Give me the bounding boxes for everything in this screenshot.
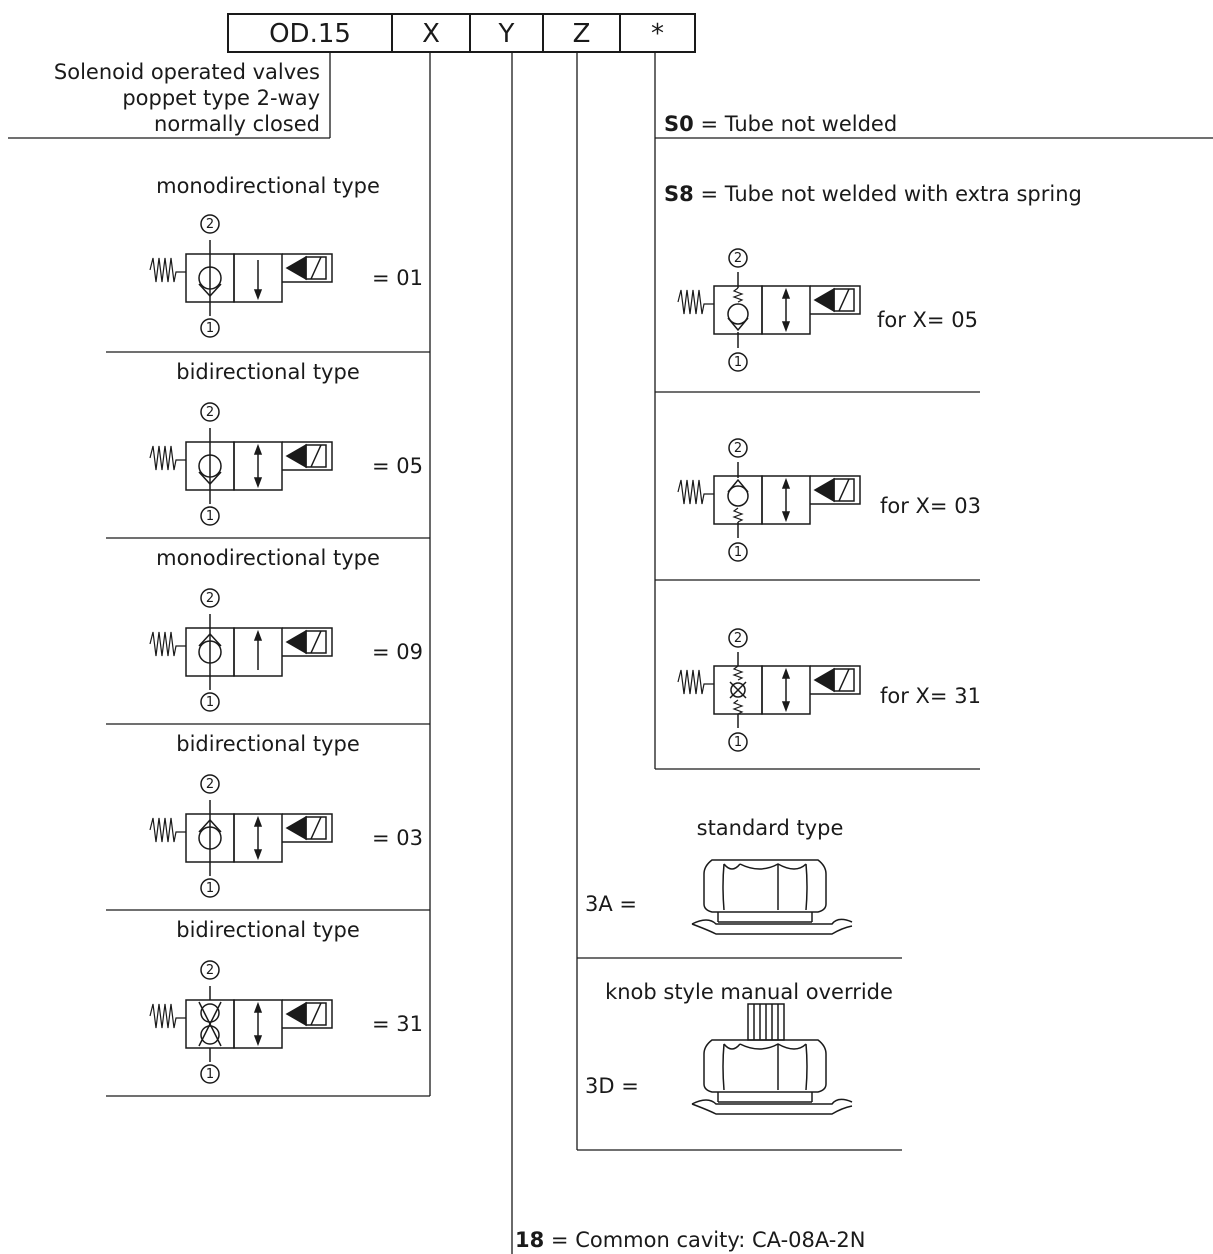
- port-label-2: 2: [205, 405, 215, 420]
- structure-lines: [8, 52, 1213, 1254]
- y-option: 18 = Common cavity: CA-08A-2N: [515, 1228, 865, 1252]
- code-y: Y: [498, 19, 515, 49]
- x-option-code: = 03: [372, 826, 423, 850]
- description-line-1: Solenoid operated valves: [53, 60, 320, 84]
- s8-variant-label: for X= 03: [880, 494, 981, 518]
- y-option-code: 18: [515, 1228, 545, 1252]
- x-option-code: = 05: [372, 454, 423, 478]
- x-option-code: = 09: [372, 640, 423, 664]
- port-label-1: 1: [733, 545, 743, 560]
- port-label-2: 2: [733, 251, 743, 266]
- x-option-code: = 31: [372, 1012, 423, 1036]
- port-label-1: 1: [205, 695, 215, 710]
- s8-variant-label: for X= 31: [880, 684, 981, 708]
- port-label-2: 2: [733, 441, 743, 456]
- code-base: OD.15: [269, 19, 351, 49]
- z-option-title: standard type: [696, 816, 844, 840]
- z-option-code: 3D =: [585, 1074, 639, 1098]
- valve-symbol-03: [149, 774, 333, 898]
- option-s8-text: = Tube not welded with extra spring: [700, 182, 1082, 206]
- valve-symbol-s8-05: [677, 248, 861, 372]
- z-option-code: 3A =: [585, 892, 637, 916]
- port-label-2: 2: [733, 631, 743, 646]
- description-line-3: normally closed: [154, 112, 320, 136]
- x-option-type: monodirectional type: [156, 546, 380, 570]
- option-s0-code: S0: [664, 112, 694, 136]
- valve-symbol-01: [149, 214, 333, 338]
- port-label-2: 2: [205, 217, 215, 232]
- port-label-1: 1: [205, 321, 215, 336]
- option-s0: S0 = Tube not welded: [664, 112, 897, 136]
- z-option-title: knob style manual override: [605, 980, 893, 1004]
- code-header: [227, 13, 696, 53]
- port-label-2: 2: [205, 963, 215, 978]
- port-label-1: 1: [205, 881, 215, 896]
- valve-symbol-05: [149, 402, 333, 526]
- port-label-1: 1: [733, 355, 743, 370]
- x-option-type: monodirectional type: [156, 174, 380, 198]
- y-option-text: = Common cavity: CA-08A-2N: [550, 1228, 866, 1252]
- port-label-2: 2: [205, 777, 215, 792]
- port-label-2: 2: [205, 591, 215, 606]
- x-option-type: bidirectional type: [176, 918, 360, 942]
- option-s8: S8 = Tube not welded with extra spring: [664, 182, 1082, 206]
- option-s8-code: S8: [664, 182, 694, 206]
- option-s0-text: = Tube not welded: [700, 112, 898, 136]
- code-x: X: [422, 19, 440, 49]
- valve-symbol-s8-03: [677, 438, 861, 562]
- description-line-2: poppet type 2-way: [122, 86, 320, 110]
- valve-symbol-09: [149, 588, 333, 712]
- x-option-type: bidirectional type: [176, 732, 360, 756]
- s8-variant-label: for X= 05: [877, 308, 978, 332]
- code-z: Z: [572, 19, 591, 49]
- valve-symbol-s8-31: [677, 628, 861, 752]
- coil-nut-standard: [691, 859, 853, 935]
- port-label-1: 1: [205, 1067, 215, 1082]
- port-label-1: 1: [733, 735, 743, 750]
- port-label-1: 1: [205, 509, 215, 524]
- valve-symbol-31: [149, 960, 333, 1084]
- x-option-code: = 01: [372, 266, 423, 290]
- coil-nut-knob: [691, 1003, 853, 1115]
- code-star: *: [651, 19, 664, 49]
- x-option-type: bidirectional type: [176, 360, 360, 384]
